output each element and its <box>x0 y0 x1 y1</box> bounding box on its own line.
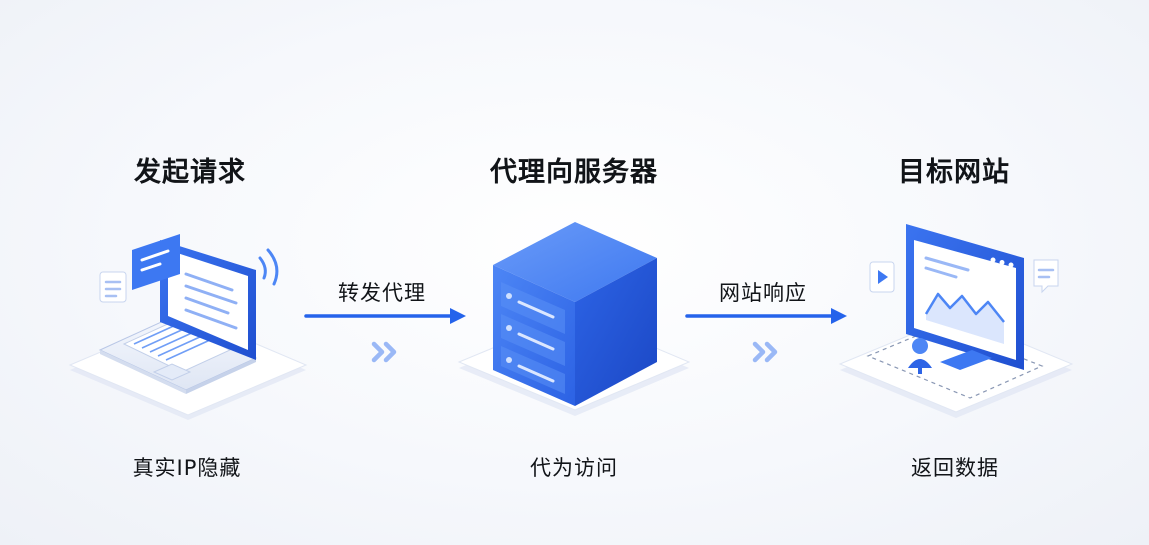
double-chevron-icon <box>752 341 778 363</box>
message-card-icon <box>132 234 180 290</box>
server-drive-1 <box>501 282 565 334</box>
server-cube-icon <box>493 222 657 406</box>
laptop-icon <box>98 240 258 394</box>
stage-caption-target: 返回数据 <box>911 456 999 480</box>
server-drive-2 <box>501 314 565 366</box>
stage-title-proxy: 代理向服务器 <box>490 157 658 188</box>
stage-title-target: 目标网站 <box>898 157 1010 188</box>
user-avatar-icon <box>908 338 932 374</box>
double-chevron-icon <box>371 341 397 363</box>
stage-caption-client: 真实IP隐藏 <box>132 456 242 480</box>
stage-caption-proxy: 代为访问 <box>530 456 618 480</box>
play-video-icon <box>869 261 895 293</box>
forward-arrow <box>304 308 466 363</box>
document-icon <box>99 271 127 303</box>
arrow-label-forward: 转发代理 <box>338 281 426 305</box>
proxy-server-illustration <box>457 222 691 416</box>
client-illustration <box>68 234 308 420</box>
response-arrow <box>685 308 847 363</box>
arrow-label-response: 网站响应 <box>719 281 807 305</box>
right-arrow-icon <box>685 308 847 324</box>
right-arrow-icon <box>304 308 466 324</box>
wifi-signal-icon <box>258 248 279 286</box>
stage-title-client: 发起请求 <box>134 157 246 188</box>
browser-window-icon <box>906 224 1024 370</box>
target-site-illustration <box>838 224 1074 418</box>
chat-icon <box>1033 259 1059 294</box>
server-drive-3 <box>501 346 565 394</box>
